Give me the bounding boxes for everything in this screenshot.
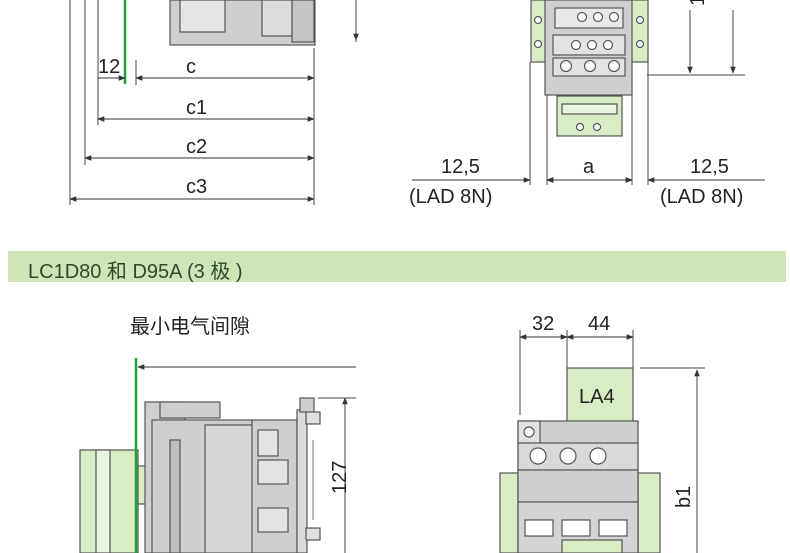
bottom-side-device-outline [79, 397, 321, 553]
left-module-label: (LAD 8N) [409, 186, 492, 208]
top-front-height-label: 1 [687, 0, 709, 6]
dim-c3-label: c3 [186, 176, 207, 198]
right-offset-label: 12,5 [690, 156, 729, 178]
height-127-label: 127 [329, 461, 351, 494]
min-clearance-label: 最小电气间隙 [130, 316, 250, 338]
bottom-side-view: 127 [79, 358, 356, 553]
bottom-front-device-outline [499, 367, 661, 553]
dim-c2-label: c2 [186, 136, 207, 158]
top-front-view: 1 12,5 (LAD 8N) a 12,5 (LAD 8N) [409, 0, 765, 208]
right-module-label: (LAD 8N) [660, 186, 743, 208]
left-offset-label: 12,5 [441, 156, 480, 178]
dim-c1-label: c1 [186, 97, 207, 119]
bottom-front-view: 32 44 LA4 b1 [499, 313, 705, 553]
dim-44-label: 44 [588, 313, 610, 335]
top-side-device-outline [169, 0, 316, 46]
la4-module-label: LA4 [579, 386, 615, 408]
section-title: LC1D80 和 D95A (3 极 ) [28, 261, 243, 283]
height-b1-label: b1 [673, 486, 695, 508]
dim-12-label: 12 [98, 56, 120, 78]
section-band [8, 251, 786, 282]
top-front-device-outline [530, 0, 649, 137]
dim-c-label: c [186, 56, 196, 78]
dim-32-label: 32 [532, 313, 554, 335]
dim-a-label: a [583, 156, 595, 178]
top-side-view: 12 c c1 c2 c3 [69, 0, 359, 205]
